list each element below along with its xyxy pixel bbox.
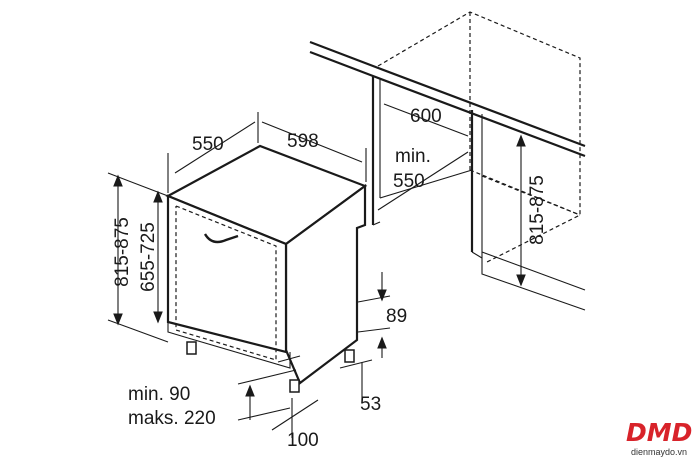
door-handle [203,233,239,244]
arrow-total-top [113,174,123,187]
ext-line-foot-height-b [237,407,291,421]
right-wall-base [481,258,586,311]
dishwasher-front [166,194,288,354]
dimension-lines [107,103,526,438]
ext-line-foot-53 [339,359,373,369]
left-wall-floor-edge [379,169,473,199]
door-outline-dashed [175,205,277,361]
dim-line-niche-600 [383,103,469,137]
arrow-plinth-89-bottom [377,336,387,349]
arrow-total-bottom [113,313,123,326]
label-total-height: 815-875 [112,217,133,287]
label-foot-height-min: min. 90 [128,384,190,405]
label-plinth-89: 89 [386,306,407,327]
brand-logo-text: DMD [626,418,692,447]
dishwasher-body [165,144,368,393]
left-wall-foot [372,221,381,226]
label-foot-depth-100: 100 [287,430,319,451]
dim-line-depth-550 [174,121,256,174]
label-niche-height: 815-875 [527,175,548,245]
ext-line-foot-height-a [237,369,297,385]
right-wall-corner [471,251,483,259]
brand-website: dienmaydo.vn [631,447,687,457]
dishwasher-side [284,183,367,385]
plinth-front [187,337,291,369]
label-width-598: 598 [287,131,319,152]
worktop-top-edge [309,40,586,148]
foot-front-left [186,341,197,355]
label-niche-width-550: 550 [393,171,425,192]
niche-front-floor-dashed [481,175,581,216]
arrow-niche-height-top [516,134,526,147]
arrow-foot-height-top [245,384,255,397]
plinth-left [167,322,189,339]
dim-line-foot-100 [271,399,319,431]
label-foot-53: 53 [360,394,381,415]
plinth-corner [277,355,301,363]
label-min: min. [395,146,431,167]
worktop-bottom-edge [309,50,586,158]
dim-line-width-598 [261,121,363,163]
arrow-body-bottom [153,311,163,324]
niche-outline [309,11,586,311]
ext-line-plinth-89-a [357,295,391,303]
foot-front-right [289,379,300,393]
foot-back-right [344,349,355,363]
niche-back-dashed [377,11,581,263]
label-niche-depth-600: 600 [410,106,442,127]
ext-line-left-bottom [107,319,169,343]
label-depth-550: 550 [192,134,224,155]
dim-line-niche-550 [377,151,469,211]
arrow-body-top [153,190,163,203]
arrow-niche-height-bottom [516,274,526,287]
label-foot-height-max: maks. 220 [128,408,216,429]
ext-line-plinth-89-b [357,327,391,333]
brand-logo: DMD dienmaydo.vn [626,418,692,457]
arrow-plinth-89-top [377,289,387,302]
label-body-height: 655-725 [138,222,159,292]
plinth-line [481,251,586,291]
